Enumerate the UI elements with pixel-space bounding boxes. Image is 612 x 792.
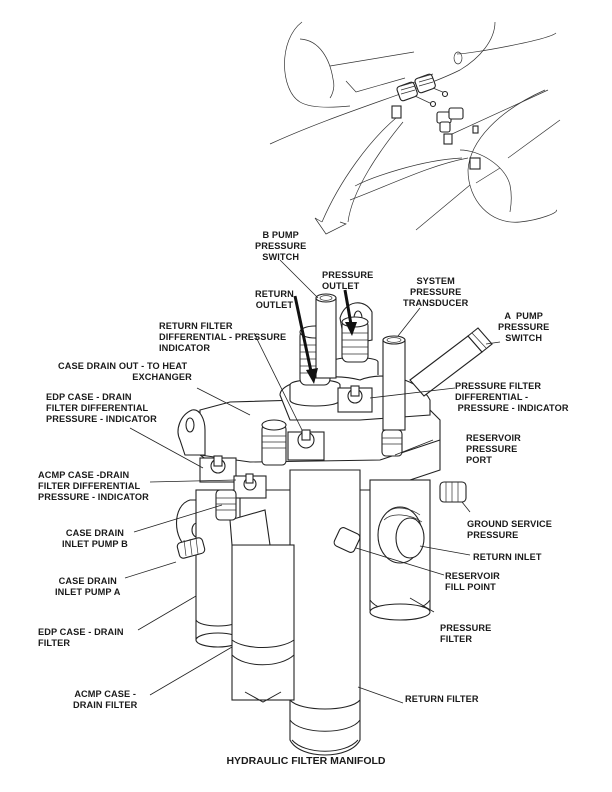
engine-nacelle-left <box>284 21 415 108</box>
pressure-outlet-fitting <box>331 316 379 375</box>
leader-b-pump <box>279 259 319 299</box>
callout-pressure-outlet: PRESSURE OUTLET <box>322 270 374 291</box>
callout-reservoir-pressure-port: RESERVOIR PRESSURE PORT <box>466 433 521 465</box>
leader-case-drain-b <box>133 504 223 533</box>
callout-edp-case-drain-filter-dp-indicator: EDP CASE - DRAIN FILTER DIFFERENTIAL PRE… <box>46 392 157 424</box>
acmp-case-drain-filter-canister <box>229 509 295 703</box>
leader-acmp-filter <box>149 646 233 696</box>
wing-body-line <box>269 21 557 145</box>
leader-return-filter <box>357 686 404 704</box>
b-pump-pressure-switch-body <box>315 293 337 379</box>
leader-lines <box>124 259 501 704</box>
figure-title: HYDRAULIC FILTER MANIFOLD <box>226 755 386 767</box>
callout-system-pressure-transducer: SYSTEM PRESSURE TRANSDUCER <box>403 276 469 308</box>
case-drain-inlet-pump-b-fitting <box>215 489 237 521</box>
leader-pressure-filter <box>409 597 435 613</box>
callout-case-drain-inlet-pump-b: CASE DRAIN INLET PUMP B <box>62 528 128 549</box>
callout-a-pump-pressure-switch: A PUMP PRESSURE SWITCH <box>498 311 550 343</box>
pressure-filter-indicator <box>337 385 373 413</box>
callout-return-filter-dp-indicator: RETURN FILTER DIFFERENTIAL - PRESSURE IN… <box>159 321 287 353</box>
arrowhead-return-outlet <box>306 368 318 384</box>
leader-case-drain-out <box>196 387 251 416</box>
callout-acmp-case-drain-filter: ACMP CASE - DRAIN FILTER <box>73 689 138 710</box>
arrowhead-pressure-outlet <box>345 322 357 336</box>
return-filter-indicator <box>287 429 325 461</box>
callout-reservoir-fill-point: RESERVOIR FILL POINT <box>445 571 500 592</box>
pump-components <box>391 73 481 170</box>
callout-return-inlet: RETURN INLET <box>473 552 542 562</box>
locator-arrow <box>314 117 469 235</box>
return-filter-canister <box>289 469 361 756</box>
leader-case-drain-a <box>124 561 177 579</box>
acmp-filter-indicator <box>233 473 267 499</box>
case-drain-inlet-pump-a-fitting <box>176 537 206 559</box>
callout-edp-case-drain-filter: EDP CASE - DRAIN FILTER <box>38 627 124 648</box>
case-drain-out-fitting <box>261 419 287 466</box>
reservoir-fill-point-fitting <box>333 527 361 553</box>
leader-ground-service <box>461 501 471 513</box>
leader-reservoir-pressure-port <box>394 439 434 456</box>
engine-nacelle-right <box>415 89 561 231</box>
leader-return-filter-indicator <box>253 332 303 431</box>
leader-a-pump <box>485 341 501 345</box>
a-pump-pressure-switch-body <box>409 327 493 397</box>
system-pressure-transducer-body <box>382 335 406 431</box>
leader-edp-filter <box>137 595 197 631</box>
callout-return-filter: RETURN FILTER <box>405 694 479 704</box>
leader-pressure-filter-indicator <box>369 387 456 399</box>
callout-pressure-filter-dp-indicator: PRESSURE FILTER DIFFERENTIAL - PRESSURE … <box>455 381 569 413</box>
callout-case-drain-inlet-pump-a: CASE DRAIN INLET PUMP A <box>55 576 121 597</box>
callout-b-pump-pressure-switch: B PUMP PRESSURE SWITCH <box>255 230 307 262</box>
return-inlet-fitting <box>377 506 425 564</box>
callout-return-outlet: RETURN OUTLET <box>255 289 294 310</box>
leader-transducer <box>397 307 421 337</box>
leader-edp-indicator <box>129 427 204 469</box>
leader-return-inlet <box>419 545 471 556</box>
ground-service-pressure-fitting <box>439 481 467 503</box>
callout-pressure-filter: PRESSURE FILTER <box>440 623 492 644</box>
callout-ground-service-pressure: GROUND SERVICE PRESSURE <box>467 519 552 540</box>
leader-reservoir-fill <box>355 547 445 576</box>
edp-filter-indicator <box>199 455 237 483</box>
callout-case-drain-out: CASE DRAIN OUT - TO HEAT EXCHANGER <box>58 361 192 382</box>
aircraft-locator-inset <box>269 21 561 235</box>
callout-acmp-case-drain-filter-dp-indicator: ACMP CASE -DRAIN FILTER DIFFERENTIAL PRE… <box>38 470 149 502</box>
leader-return-outlet <box>293 295 314 377</box>
reservoir-pressure-port-fitting <box>381 429 403 457</box>
leader-acmp-indicator <box>149 479 237 483</box>
